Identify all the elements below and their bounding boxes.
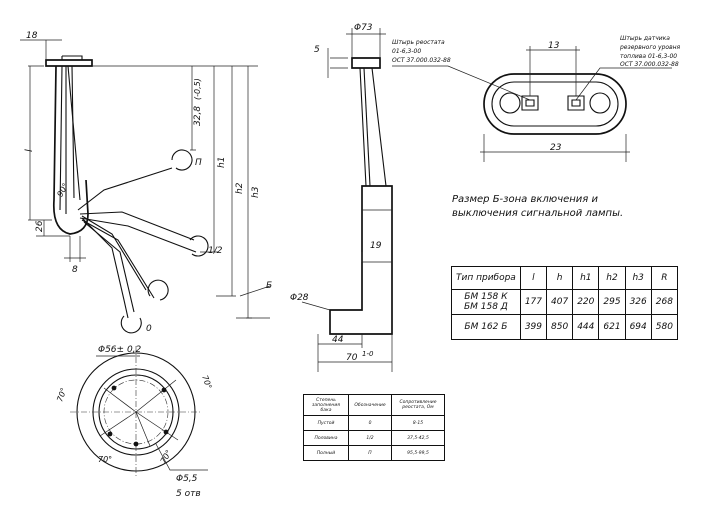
dim-70: 70 — [346, 353, 358, 363]
float-empty-label: 0 — [146, 324, 152, 334]
spec-cell-h3: 694 — [624, 314, 652, 340]
spec-header-type: Тип прибора — [451, 266, 521, 290]
left-view: 18 l 26 8 90° П 1/2 0 32,8 (-0,5) h1 — [20, 31, 272, 334]
callout-sensor-line4: ОСТ 37.000.032-88 — [620, 61, 679, 68]
spec-cell-r: 580 — [650, 314, 678, 340]
spec-header-h1: h1 — [572, 266, 600, 290]
dim-32-8-tol: (-0,5) — [193, 78, 202, 100]
dim-holes: 5 отв — [176, 489, 201, 499]
spec-cell-r: 268 — [650, 289, 678, 315]
dim-phi5-5: Φ5,5 — [176, 474, 198, 484]
legend-cell: 95,5-99,5 — [391, 445, 445, 461]
dim-h3: h3 — [251, 186, 261, 198]
dim-l: l — [24, 149, 35, 152]
dim-26: 26 — [35, 220, 45, 232]
spec-cell-h: 850 — [546, 314, 574, 340]
table-row: БМ 158 К БМ 158 Д 177 407 220 295 326 26… — [451, 289, 678, 315]
dim-phi73: Φ73 — [354, 23, 373, 33]
callout-sensor-line2: резервного уровня — [619, 44, 681, 51]
legend-header-resistance: Сопротивление реостата, Ом — [391, 394, 445, 416]
spec-cell-h3: 326 — [624, 289, 652, 315]
spec-type-line: БМ 158 К — [464, 292, 508, 302]
dim-phi28: Φ28 — [290, 293, 309, 303]
legend-cell: П — [348, 445, 392, 461]
dim-44: 44 — [332, 335, 344, 345]
legend-header-symbol: Обозначение — [348, 394, 392, 416]
angle-90: 90° — [55, 182, 70, 199]
spec-header-h2: h2 — [598, 266, 626, 290]
float-full-label: П — [195, 158, 202, 168]
dim-19: 19 — [370, 241, 382, 251]
legend-cell: 1/2 — [348, 430, 392, 446]
angle-70-right: 70° — [200, 374, 213, 390]
spec-header-row: Тип прибора l h h1 h2 h3 R — [451, 266, 678, 290]
angle-70-bottom-right: 70° — [159, 448, 174, 465]
callout-rheostat-line2: 01-6,3-00 — [392, 48, 421, 55]
float-half-label: 1/2 — [208, 246, 223, 256]
dim-32-8: 32,8 — [193, 106, 203, 126]
dim-b: Б — [266, 281, 272, 291]
spec-header-h3: h3 — [624, 266, 652, 290]
spec-cell-h2: 621 — [598, 314, 626, 340]
table-row: БМ 162 Б 399 850 444 621 694 580 — [451, 314, 678, 340]
callout-rheostat-line3: ОСТ 37.000.032-88 — [392, 57, 451, 64]
dim-h2: h2 — [235, 182, 245, 194]
callout-sensor-line3: топлива 01-6,3-00 — [620, 53, 677, 60]
dim-8: 8 — [72, 265, 78, 275]
dim-23: 23 — [550, 143, 562, 153]
middle-view: Φ73 5 19 Φ28 44 70 1-0 — [290, 23, 393, 372]
legend-cell: 8-15 — [391, 415, 445, 431]
spec-cell-type: БМ 158 К БМ 158 Д — [451, 289, 521, 315]
legend-header-fill: Степень заполнения бака — [303, 394, 349, 416]
dim-13: 13 — [548, 41, 560, 51]
dim-70-tol: 1-0 — [362, 350, 374, 358]
dim-5: 5 — [314, 45, 320, 55]
table-row: Половина 1/2 37,5-42,5 — [303, 430, 445, 446]
legend-table: Степень заполнения бака Обозначение Сопр… — [303, 394, 445, 461]
spec-header-l: l — [519, 266, 548, 290]
dim-18: 18 — [26, 31, 38, 41]
spec-cell-l: 177 — [519, 289, 548, 315]
angle-70-left: 70° — [55, 387, 68, 403]
legend-cell: 37,5-42,5 — [391, 430, 445, 446]
spec-cell-l: 399 — [519, 314, 548, 340]
zone-note: Размер Б-зона включения и выключения сиг… — [452, 194, 624, 219]
spec-cell-type: БМ 162 Б — [451, 314, 521, 340]
legend-cell: Полный — [303, 445, 349, 461]
legend-cell: Половина — [303, 430, 349, 446]
spec-type-line: БМ 158 Д — [463, 302, 508, 312]
dim-h1: h1 — [217, 157, 227, 168]
legend-cell: 0 — [348, 415, 392, 431]
callout-sensor-line1: Штырь датчика — [620, 35, 670, 42]
table-row: Пустой 0 8-15 — [303, 415, 445, 431]
spec-cell-h1: 444 — [572, 314, 600, 340]
spec-header-r: R — [650, 266, 678, 290]
angle-70-bottom-left: 70° — [98, 455, 112, 464]
flange-view: Φ56± 0,2 Φ5,5 5 отв 70° 70° 70° 70° — [55, 345, 213, 499]
spec-cell-h1: 220 — [572, 289, 600, 315]
spec-cell-h: 407 — [546, 289, 574, 315]
legend-header-row: Степень заполнения бака Обозначение Сопр… — [303, 394, 445, 416]
spec-table: Тип прибора l h h1 h2 h3 R БМ 158 К БМ 1… — [451, 266, 678, 340]
dim-phi56: Φ56± 0,2 — [98, 345, 142, 355]
spec-cell-h2: 295 — [598, 289, 626, 315]
connector-view: 13 23 Штырь реостата 01-6,3-00 ОСТ 37.00… — [392, 35, 681, 162]
table-row: Полный П 95,5-99,5 — [303, 445, 445, 461]
spec-header-h: h — [546, 266, 574, 290]
legend-cell: Пустой — [303, 415, 349, 431]
callout-rheostat-line1: Штырь реостата — [392, 39, 445, 46]
